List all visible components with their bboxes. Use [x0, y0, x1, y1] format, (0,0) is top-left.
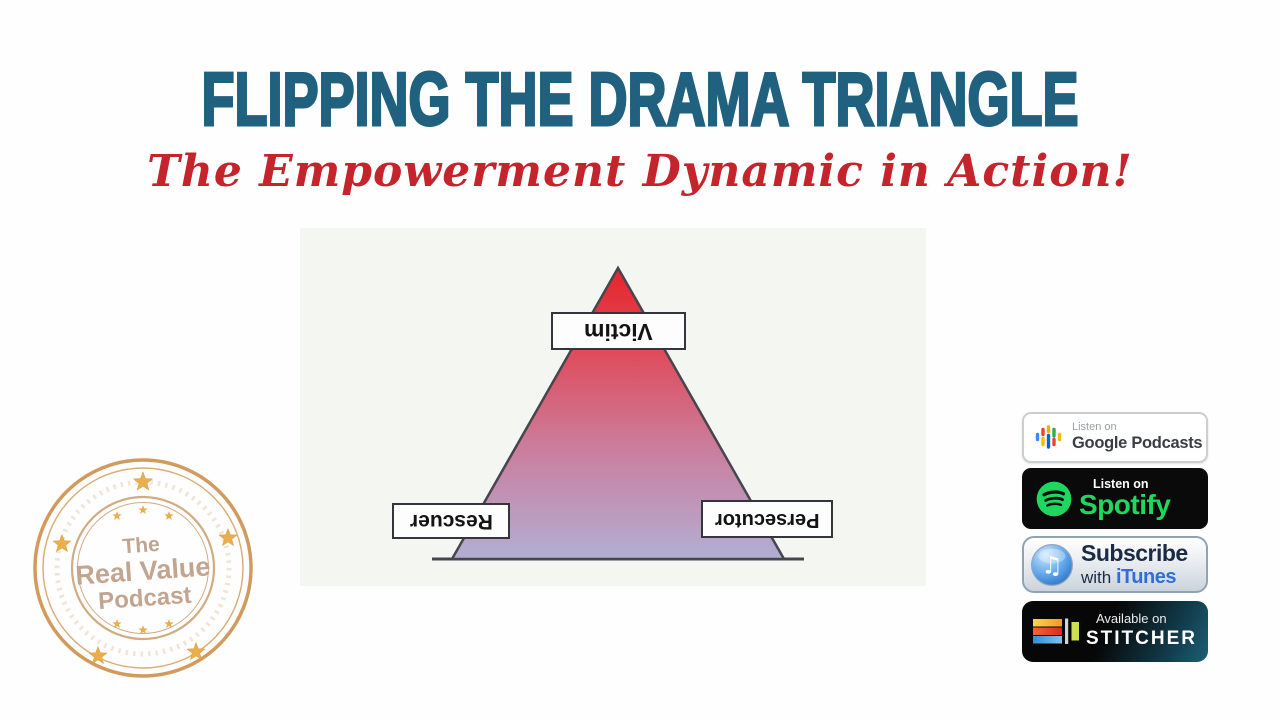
star-icon	[52, 534, 72, 552]
spotify-badge-tagline: Listen on	[1093, 476, 1149, 491]
spotify-icon	[1036, 481, 1072, 516]
star-icon	[133, 471, 153, 491]
music-note-icon: ♫	[1041, 551, 1063, 579]
google-badge-name: Google Podcasts	[1072, 433, 1203, 452]
subheader: The Empowerment Dynamic in Action!	[0, 146, 1280, 199]
itunes-badge-name: iTunes	[1115, 565, 1176, 588]
google-podcasts-badge[interactable]: Listen on Google Podcasts	[1022, 412, 1208, 463]
star-icon	[138, 505, 148, 514]
subtitle: The Empowerment Dynamic in Action!	[147, 146, 1133, 197]
itunes-badge[interactable]: ♫ Subscribe with iTunes	[1022, 536, 1208, 593]
label-victim-text: Victim	[584, 318, 653, 345]
star-icon	[164, 511, 174, 520]
itunes-badge-action: Subscribe	[1081, 540, 1188, 567]
real-value-podcast-logo: The Real Value Podcast	[33, 458, 253, 678]
drama-triangle-graphic	[432, 265, 804, 561]
google-badge-tagline: Listen on	[1072, 421, 1117, 434]
page-title: FLIPPING THE DRAMA TRIANGLE	[200, 57, 1079, 141]
stamp-outer-ring	[33, 458, 253, 678]
star-icon	[138, 625, 148, 634]
stitcher-badge[interactable]: Available on STITCHER	[1022, 601, 1208, 662]
spotify-badge[interactable]: Listen on Spotify	[1022, 468, 1208, 529]
logo-line1: The	[122, 533, 161, 559]
star-icon	[112, 511, 122, 520]
label-persecutor: Persecutor	[701, 500, 833, 538]
stitcher-badge-name: STITCHER	[1086, 627, 1197, 649]
podcast-badges: Listen on Google Podcasts Listen on Spot…	[1022, 412, 1208, 662]
triangle-shape	[449, 265, 787, 561]
stitcher-icon	[1033, 618, 1079, 644]
spotify-badge-name: Spotify	[1079, 489, 1171, 521]
label-rescuer: Rescuer	[392, 503, 510, 539]
itunes-icon: ♫	[1030, 543, 1074, 586]
label-victim: Victim	[551, 312, 686, 350]
label-rescuer-text: Rescuer	[409, 510, 493, 533]
stamp-inner-ring	[70, 495, 216, 641]
header: FLIPPING THE DRAMA TRIANGLE	[0, 57, 1280, 141]
google-podcasts-icon	[1035, 425, 1062, 449]
stamp-inner-ring-inner	[77, 502, 209, 634]
logo-line3: Podcast	[97, 582, 192, 615]
stamp-ring-text-band	[54, 479, 232, 657]
drama-triangle-panel: Victim Rescuer Persecutor	[300, 228, 926, 586]
stamp-outer-ring-inner	[42, 467, 244, 669]
star-icon	[218, 528, 238, 546]
itunes-badge-prefix: with	[1081, 567, 1112, 587]
label-persecutor-text: Persecutor	[714, 508, 820, 531]
stitcher-badge-tagline: Available on	[1096, 611, 1167, 627]
